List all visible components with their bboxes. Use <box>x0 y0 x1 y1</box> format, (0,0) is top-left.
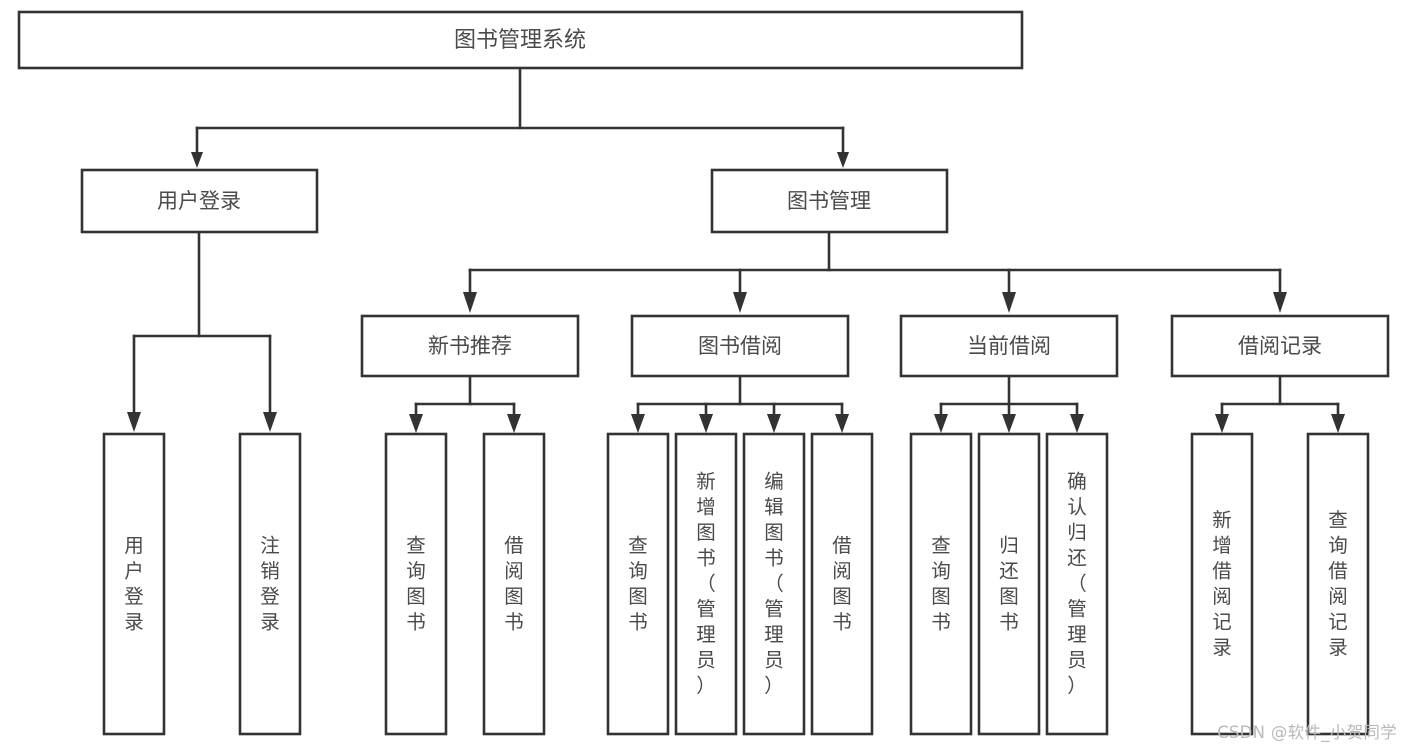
node-borrow-record-label: 借阅记录 <box>1238 334 1322 358</box>
connector-current-borrow-children <box>934 374 1084 433</box>
node-leaf-query-book-3[interactable]: 查询图书 <box>909 432 973 736</box>
connector-new-book-recommend-children <box>409 374 521 433</box>
node-leaf-query-book-1[interactable]: 查询图书 <box>384 432 448 736</box>
node-book-management[interactable]: 图书管理 <box>710 168 949 234</box>
node-user-login-label: 用户登录 <box>157 189 241 213</box>
node-leaf-query-record-label: 查询借阅记录 <box>1328 508 1348 659</box>
node-leaf-confirm-return[interactable]: 确认归还（管理员） <box>1045 432 1109 736</box>
node-leaf-logout-login-label: 注销登录 <box>260 533 280 633</box>
node-leaf-user-login[interactable]: 用户登录 <box>102 432 166 736</box>
node-leaf-borrow-book-2-label: 借阅图书 <box>832 533 852 633</box>
node-leaf-borrow-book-2[interactable]: 借阅图书 <box>810 432 874 736</box>
node-leaf-user-login-label: 用户登录 <box>124 533 144 633</box>
node-leaf-query-book-1-label: 查询图书 <box>406 533 426 633</box>
connector-borrow-record-children <box>1215 374 1345 433</box>
node-borrow-record[interactable]: 借阅记录 <box>1170 314 1390 378</box>
connector-book-management-children <box>463 230 1287 313</box>
node-leaf-query-book-2-label: 查询图书 <box>628 533 648 633</box>
node-new-book-recommend-label: 新书推荐 <box>428 334 512 358</box>
node-book-management-label: 图书管理 <box>787 189 871 213</box>
node-leaf-add-book-label: 新增图书（管理员） <box>696 470 716 697</box>
node-root[interactable]: 图书管理系统 <box>17 10 1024 70</box>
connector-root-trunk <box>191 66 849 168</box>
node-book-borrow[interactable]: 图书借阅 <box>630 314 850 378</box>
node-leaf-confirm-return-label: 确认归还（管理员） <box>1067 470 1087 697</box>
node-leaf-borrow-book-1-label: 借阅图书 <box>504 533 524 633</box>
node-current-borrow[interactable]: 当前借阅 <box>899 314 1119 378</box>
node-leaf-edit-book-label: 编辑图书（管理员） <box>764 470 784 697</box>
node-leaf-query-book-2[interactable]: 查询图书 <box>606 432 670 736</box>
node-user-login[interactable]: 用户登录 <box>80 168 319 234</box>
node-leaf-add-record-label: 新增借阅记录 <box>1212 508 1232 659</box>
node-current-borrow-label: 当前借阅 <box>967 334 1051 358</box>
node-leaf-return-book[interactable]: 归还图书 <box>977 432 1041 736</box>
node-new-book-recommend[interactable]: 新书推荐 <box>360 314 580 378</box>
node-leaf-edit-book[interactable]: 编辑图书（管理员） <box>742 432 806 736</box>
connector-book-borrow-children <box>631 374 849 433</box>
node-leaf-return-book-label: 归还图书 <box>999 533 1019 633</box>
node-root-label: 图书管理系统 <box>454 28 586 53</box>
connector-user-login-children <box>127 230 277 432</box>
node-leaf-query-record[interactable]: 查询借阅记录 <box>1306 432 1370 736</box>
node-leaf-add-book[interactable]: 新增图书（管理员） <box>674 432 738 736</box>
node-book-borrow-label: 图书借阅 <box>698 334 782 358</box>
node-leaf-logout-login[interactable]: 注销登录 <box>238 432 302 736</box>
csdn-watermark: CSDN @软件_小贺同学 <box>1217 723 1397 742</box>
node-leaf-add-record[interactable]: 新增借阅记录 <box>1190 432 1254 736</box>
node-leaf-query-book-3-label: 查询图书 <box>931 533 951 633</box>
node-leaf-borrow-book-1[interactable]: 借阅图书 <box>482 432 546 736</box>
